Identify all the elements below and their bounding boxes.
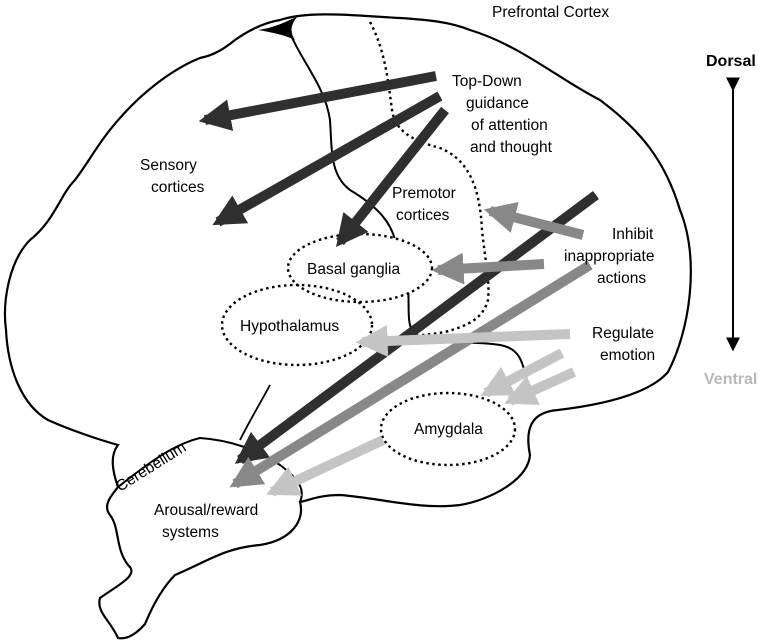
arrow-inhibit-to-premotor (483, 201, 585, 240)
label-prefrontal-cortex: Prefrontal Cortex (492, 4, 609, 21)
arrow-regulate-to-amygdala-upper (480, 348, 565, 398)
label-sensory-2: cortices (151, 179, 205, 196)
axis-label-ventral: Ventral (704, 371, 757, 388)
label-top-down-2: guidance (466, 95, 529, 112)
amygdala-region (379, 391, 517, 467)
arrow-to-arousal-black (234, 190, 599, 465)
label-regulate-2: emotion (600, 347, 655, 364)
axis-label-dorsal: Dorsal (706, 53, 756, 70)
arrow-amygdala-to-arousal (266, 435, 386, 497)
hypothalamus-region (220, 283, 374, 367)
label-top-down-4: and thought (470, 139, 553, 156)
arrow-regulate-to-amygdala-lower (504, 367, 577, 406)
label-basal-ganglia: Basal ganglia (307, 261, 400, 278)
label-premotor-2: cortices (396, 207, 450, 224)
label-inhibit-3: actions (597, 270, 646, 287)
prefrontal-boundary (368, 21, 490, 340)
arrow-inhibit-to-basal-ganglia (431, 252, 545, 285)
label-arousal-2: systems (162, 524, 219, 541)
label-top-down-1: Top-Down (452, 73, 522, 90)
label-top-down-3: of attention (471, 117, 548, 134)
arrow-topdown-to-basal-ganglia (336, 106, 449, 248)
arrow-regulate-to-hypothalamus (355, 325, 571, 358)
arrow-topdown-to-sensory-lower (212, 91, 443, 227)
label-amygdala: Amygdala (414, 421, 483, 438)
label-hypothalamus: Hypothalamus (240, 318, 339, 335)
label-arousal-1: Arousal/reward (154, 502, 258, 519)
label-sensory-1: Sensory (140, 157, 197, 174)
brain-outline (3, 13, 692, 640)
label-premotor-1: Premotor (392, 185, 456, 202)
label-inhibit-2: inappropriate (564, 248, 654, 265)
label-inhibit-1: Inhibit (612, 226, 654, 243)
arrow-topdown-to-sensory-upper (198, 71, 437, 131)
top-notch (258, 16, 298, 40)
arrow-to-arousal-mid (229, 260, 593, 489)
label-regulate-1: Regulate (592, 325, 654, 342)
